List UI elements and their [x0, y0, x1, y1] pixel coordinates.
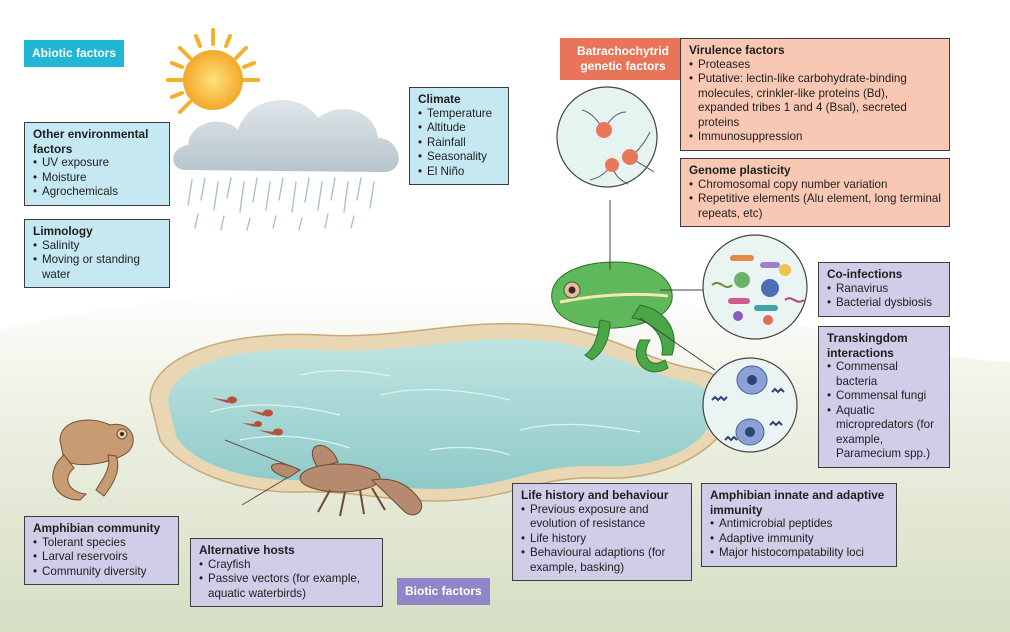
list-item: Larval reservoirs — [33, 550, 171, 565]
list-item: Rainfall — [418, 136, 501, 151]
item-list: Chromosomal copy number variation Repeti… — [689, 178, 942, 222]
virulence-factors-box: Virulence factors Proteases Putative: le… — [680, 38, 950, 151]
chytrid-magnified-circle — [556, 86, 658, 188]
climate-box: Climate Temperature Altitude Rainfall Se… — [409, 87, 509, 185]
item-list: Crayfish Passive vectors (for example, a… — [199, 558, 375, 602]
list-item: Temperature — [418, 107, 501, 122]
list-item: Immunosuppression — [689, 130, 942, 145]
amphibian-immunity-box: Amphibian innate and adaptive immunity A… — [701, 483, 897, 567]
list-item: Salinity — [33, 239, 162, 254]
item-list: Previous exposure and evolution of resis… — [521, 503, 684, 576]
pond — [149, 322, 732, 502]
box-title: Co-infections — [827, 267, 903, 281]
crayfish-icon — [224, 439, 423, 517]
co-infections-box: Co-infections Ranavirus Bacterial dysbio… — [818, 262, 950, 317]
genome-plasticity-box: Genome plasticity Chromosomal copy numbe… — [680, 158, 950, 227]
item-list: UV exposure Moisture Agrochemicals — [33, 156, 162, 200]
other-environmental-factors-box: Other environmental factors UV exposure … — [24, 122, 170, 206]
list-item: Agrochemicals — [33, 185, 162, 200]
microbes-magnified-circle — [702, 234, 808, 340]
box-title: Alternative hosts — [199, 543, 295, 557]
list-item: Moisture — [33, 171, 162, 186]
item-list: Tolerant species Larval reservoirs Commu… — [33, 536, 171, 580]
list-item: Seasonality — [418, 150, 501, 165]
box-title: Genome plasticity — [689, 163, 791, 177]
list-item: Crayfish — [199, 558, 375, 573]
box-title: Amphibian community — [33, 521, 161, 535]
box-title: Other environmental factors — [33, 127, 149, 156]
list-item: Bacterial dysbiosis — [827, 296, 942, 311]
list-item: Behavioural adaptions (for example, bask… — [521, 546, 684, 575]
tadpoles — [212, 396, 283, 436]
list-item: Commensal bacteria — [827, 360, 942, 389]
limnology-box: Limnology Salinity Moving or standing wa… — [24, 219, 170, 288]
box-title: Limnology — [33, 224, 93, 238]
list-item: El Niño — [418, 165, 501, 180]
list-item: Commensal fungi — [827, 389, 942, 404]
micropredators-magnified-circle — [702, 357, 798, 453]
rain-cloud-icon — [173, 99, 399, 231]
batrachochytrid-factors-tag: Batrachochytrid genetic factors — [560, 38, 686, 80]
amphibian-community-box: Amphibian community Tolerant species Lar… — [24, 516, 179, 585]
list-item: Community diversity — [33, 565, 171, 580]
alternative-hosts-box: Alternative hosts Crayfish Passive vecto… — [190, 538, 383, 607]
item-list: Proteases Putative: lectin-like carbohyd… — [689, 58, 942, 145]
list-item: Aquatic micropredators (for example, Par… — [827, 404, 942, 462]
list-item: Adaptive immunity — [710, 532, 889, 547]
list-item: Passive vectors (for example, aquatic wa… — [199, 572, 375, 601]
list-item: Repetitive elements (Alu element, long t… — [689, 192, 942, 221]
list-item: Ranavirus — [827, 282, 942, 297]
item-list: Salinity Moving or standing water — [33, 239, 162, 283]
item-list: Temperature Altitude Rainfall Seasonalit… — [418, 107, 501, 180]
list-item: Putative: lectin-like carbohydrate-bindi… — [689, 72, 942, 130]
abiotic-factors-tag: Abiotic factors — [24, 40, 125, 67]
box-title: Climate — [418, 92, 461, 106]
list-item: Life history — [521, 532, 684, 547]
transkingdom-interactions-box: Transkingdom interactions Commensal bact… — [818, 326, 950, 468]
item-list: Ranavirus Bacterial dysbiosis — [827, 282, 942, 311]
list-item: Altitude — [418, 121, 501, 136]
box-title: Amphibian innate and adaptive immunity — [710, 488, 885, 517]
item-list: Antimicrobial peptides Adaptive immunity… — [710, 517, 889, 561]
box-title: Virulence factors — [689, 43, 785, 57]
list-item: Chromosomal copy number variation — [689, 178, 942, 193]
life-history-behaviour-box: Life history and behaviour Previous expo… — [512, 483, 692, 581]
green-frog-icon — [551, 261, 675, 373]
biotic-factors-tag: Biotic factors — [397, 578, 490, 605]
item-list: Commensal bacteria Commensal fungi Aquat… — [827, 360, 942, 462]
box-title: Life history and behaviour — [521, 488, 669, 502]
list-item: UV exposure — [33, 156, 162, 171]
connector-lines — [609, 200, 716, 371]
brown-frog-icon — [52, 419, 134, 501]
list-item: Moving or standing water — [33, 253, 162, 282]
list-item: Antimicrobial peptides — [710, 517, 889, 532]
list-item: Tolerant species — [33, 536, 171, 551]
list-item: Previous exposure and evolution of resis… — [521, 503, 684, 532]
list-item: Major histocompatability loci — [710, 546, 889, 561]
list-item: Proteases — [689, 58, 942, 73]
sun-icon — [166, 28, 260, 114]
box-title: Transkingdom interactions — [827, 331, 908, 360]
